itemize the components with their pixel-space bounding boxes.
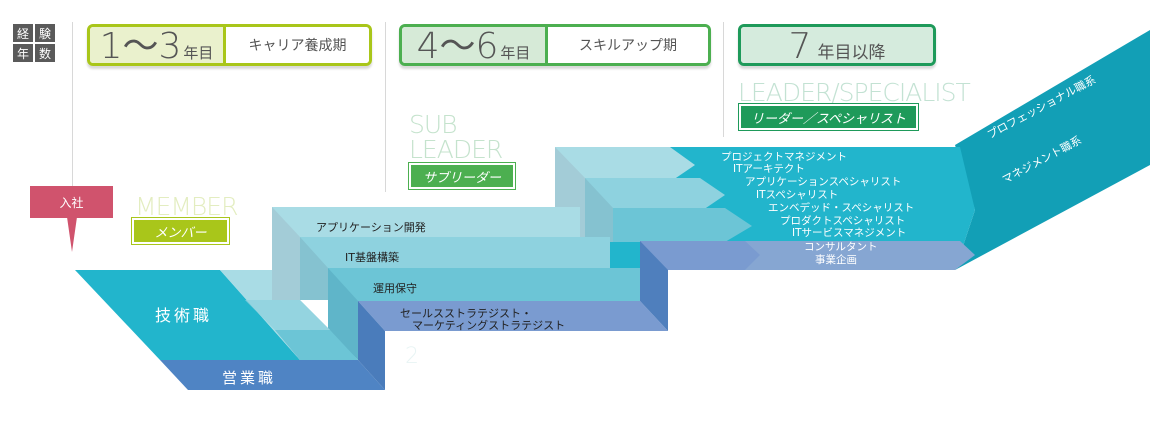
period-4-6-years: 4～6 年目 スキルアップ期 [399, 24, 711, 66]
years-suffix: 年目 [183, 44, 214, 62]
role-subleader-line2: LEADER [409, 135, 503, 164]
role-subleader-jp: サブリーダー [408, 162, 516, 190]
years-number: 1～3 [99, 26, 182, 66]
senior-role: ITスペシャリスト [756, 189, 839, 201]
senior-role: プロジェクトマネジメント [721, 151, 847, 163]
step-sales-strategist: セールスストラテジスト・ [400, 307, 532, 320]
years-number: 4～6 [416, 26, 499, 66]
role-member-jp: メンバー [131, 217, 230, 245]
senior-role: ITアーキテクト [733, 163, 805, 175]
role-subleader-line1: SUB [409, 110, 458, 139]
divider [72, 22, 73, 192]
senior-role: アプリケーションスペシャリスト [745, 176, 902, 188]
watermark-number: 2 [405, 344, 419, 369]
role-member-en: MEMBER [135, 192, 238, 221]
track-technical: 技術職 [155, 306, 213, 325]
role-subleader-en: SUB LEADER [409, 110, 503, 164]
step-it-infra: IT基盤構築 [345, 251, 399, 264]
years-suffix: 年目 [500, 44, 531, 62]
exp-char: 経 [13, 24, 33, 42]
years-number: 7 [788, 26, 812, 66]
track-sales: 営業職 [222, 369, 277, 387]
period-years: 1～3 年目 [90, 27, 226, 63]
divider [723, 22, 724, 137]
senior-role: ITサービスマネジメント [792, 227, 907, 239]
exp-char: 数 [35, 44, 55, 62]
experience-years-label: 経 験 年 数 [13, 24, 55, 62]
period-phase: キャリア養成期 [226, 27, 369, 63]
exp-char: 験 [35, 24, 55, 42]
period-phase: スキルアップ期 [548, 27, 708, 63]
step-application-dev: アプリケーション開発 [316, 221, 426, 234]
senior-role: エンベデッド・スペシャリスト [768, 202, 915, 214]
period-years: 7 年目以降 [741, 27, 933, 63]
senior-role: 事業企画 [815, 254, 857, 266]
period-7-plus-years: 7 年目以降 [738, 24, 936, 66]
divider [385, 22, 386, 192]
entry-pointer-icon [67, 217, 77, 252]
role-leader-en: LEADER/SPECIALIST [738, 78, 971, 107]
step-marketing-strategist: マーケティングストラテジスト [412, 319, 566, 332]
role-leader-jp: リーダー／スペシャリスト [738, 103, 919, 131]
years-suffix: 年目以降 [817, 43, 886, 63]
senior-role: プロダクトスペシャリスト [780, 215, 906, 227]
period-years: 4～6 年目 [402, 27, 548, 63]
step-operations: 運用保守 [373, 282, 417, 295]
entry-marker: 入社 [30, 186, 113, 218]
exp-char: 年 [13, 44, 33, 62]
period-1-3-years: 1～3 年目 キャリア養成期 [87, 24, 372, 66]
senior-role: コンサルタント [804, 241, 878, 253]
